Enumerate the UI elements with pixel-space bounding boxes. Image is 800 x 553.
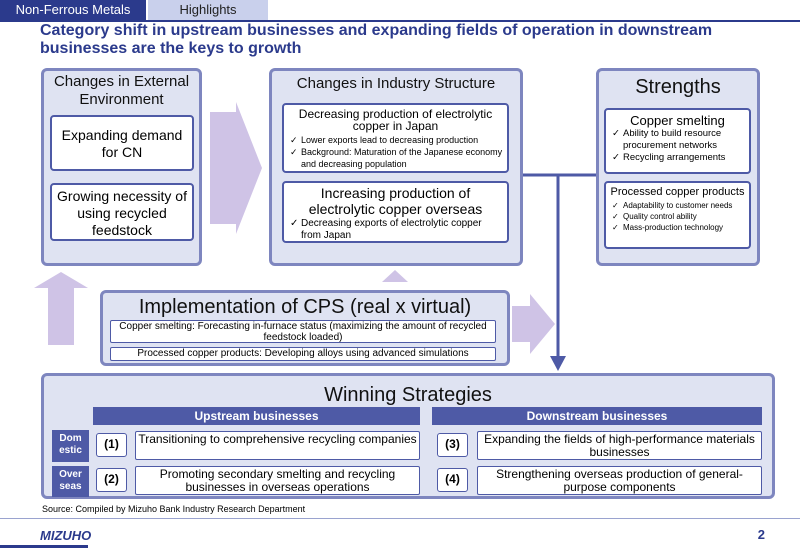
tab-non-ferrous-metals[interactable]: Non-Ferrous Metals <box>0 0 146 20</box>
strengths-box-copper-smelting-title: Copper smelting <box>630 113 725 128</box>
tab-highlights[interactable]: Highlights <box>148 0 268 20</box>
logo-underline <box>0 545 88 548</box>
cps-item-copper-smelting: Copper smelting: Forecasting in-furnace … <box>110 320 496 343</box>
arrow-cps-to-strategies <box>512 294 555 354</box>
external-item-recycled-feedstock: Growing necessity of using recycled feed… <box>50 183 194 241</box>
arrow-cps-to-industry <box>382 270 408 282</box>
strategy-number-4: (4) <box>437 468 468 492</box>
industry-box-overseas-bullets: Decreasing exports of electrolytic coppe… <box>284 218 507 242</box>
industry-box-overseas-title: Increasing production of electrolytic co… <box>308 185 483 217</box>
list-item: Recycling arrangements <box>612 152 747 164</box>
row-label-overseas: Over seas <box>52 466 89 497</box>
footer-divider <box>0 518 800 519</box>
strengths-box-copper-smelting-bullets: Ability to build resource procurement ne… <box>606 128 749 164</box>
industry-box-japan-bullets: Lower exports lead to decreasing product… <box>284 134 507 170</box>
strategy-2: Promoting secondary smelting and recycli… <box>135 466 420 495</box>
external-item-cn-demand: Expanding demand for CN <box>50 115 194 171</box>
mizuho-logo: MIZUHO <box>40 528 92 543</box>
industry-box-japan-title: Decreasing production of electrolytic co… <box>298 107 493 133</box>
list-item: Background: Maturation of the Japanese e… <box>290 146 503 170</box>
header-divider <box>0 20 800 22</box>
strengths-box-processed-copper-bullets: Adaptability to customer needs Quality c… <box>606 200 749 233</box>
industry-structure-title: Changes in Industry Structure <box>296 75 496 92</box>
list-item: Decreasing exports of electrolytic coppe… <box>290 218 503 242</box>
arrow-cps-to-external <box>34 272 88 345</box>
strategy-3: Expanding the fields of high-performance… <box>477 431 762 460</box>
strengths-box-processed-copper: Processed copper products Adaptability t… <box>604 181 751 249</box>
list-item: Adaptability to customer needs <box>612 200 747 211</box>
cps-item-processed-copper: Processed copper products: Developing al… <box>110 347 496 361</box>
arrow-external-to-industry <box>210 102 262 234</box>
strategy-1: Transitioning to comprehensive recycling… <box>135 431 420 460</box>
external-environment-title: Changes in External Environment <box>53 73 190 108</box>
source-note: Source: Compiled by Mizuho Bank Industry… <box>42 504 306 514</box>
strategy-number-3: (3) <box>437 433 468 457</box>
list-item: Mass-production technology <box>612 222 747 233</box>
strategy-number-2: (2) <box>96 468 127 492</box>
list-item: Quality control ability <box>612 211 747 222</box>
winning-strategies-title: Winning Strategies <box>324 384 492 406</box>
upstream-header: Upstream businesses <box>93 407 420 425</box>
industry-box-japan: Decreasing production of electrolytic co… <box>282 103 509 173</box>
strengths-title: Strengths <box>635 76 721 98</box>
downstream-header: Downstream businesses <box>432 407 762 425</box>
strategy-4: Strengthening overseas production of gen… <box>477 466 762 495</box>
strengths-box-copper-smelting: Copper smelting Ability to build resourc… <box>604 108 751 174</box>
arrow-head-down <box>550 356 566 371</box>
strengths-box-processed-copper-title: Processed copper products <box>610 186 745 198</box>
list-item: Lower exports lead to decreasing product… <box>290 134 503 146</box>
industry-box-overseas: Increasing production of electrolytic co… <box>282 181 509 243</box>
row-label-domestic: Dom estic <box>52 430 89 462</box>
list-item: Ability to build resource procurement ne… <box>612 128 747 152</box>
page-title: Category shift in upstream businesses an… <box>40 22 713 57</box>
cps-title: Implementation of CPS (real x virtual) <box>138 296 472 318</box>
strategy-number-1: (1) <box>96 433 127 457</box>
page-number: 2 <box>757 527 765 542</box>
